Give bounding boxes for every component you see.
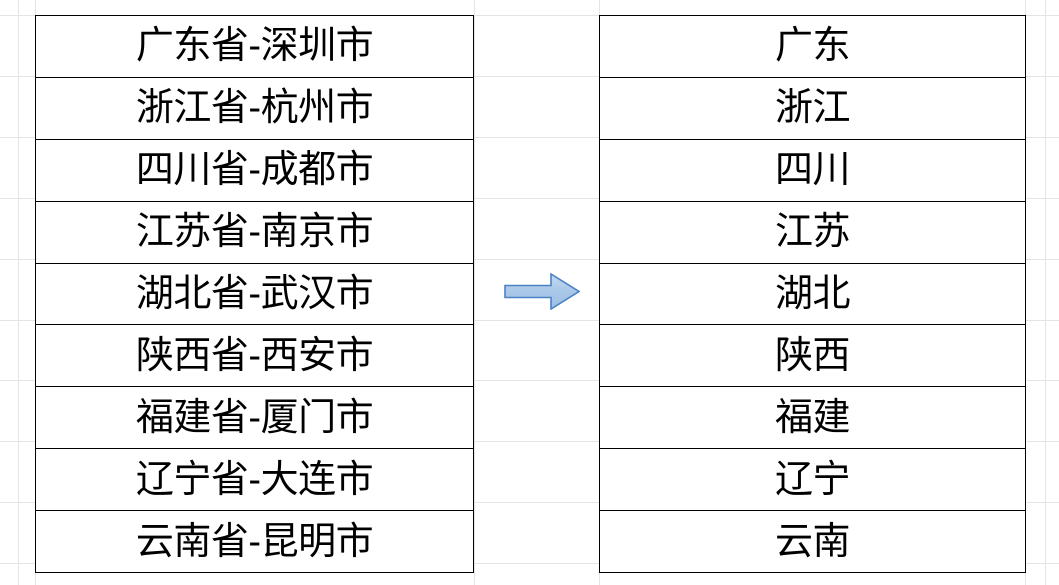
result-cell[interactable]: 陕西 xyxy=(599,324,1026,388)
table-row[interactable]: 湖北 xyxy=(599,262,1026,326)
table-row[interactable]: 江苏省-南京市 xyxy=(35,200,474,264)
gridline-horizontal xyxy=(0,441,1059,442)
table-row[interactable]: 四川 xyxy=(599,138,1026,202)
table-row[interactable]: 陕西省-西安市 xyxy=(35,324,474,388)
source-cell[interactable]: 湖北省-武汉市 xyxy=(35,262,474,326)
gridline-vertical xyxy=(474,0,475,585)
result-table[interactable]: 广东 浙江 四川 江苏 湖北 陕西 福建 辽宁 xyxy=(599,15,1026,574)
result-cell[interactable]: 福建 xyxy=(599,386,1026,450)
gridline-vertical xyxy=(18,0,19,585)
gridline-vertical xyxy=(1045,0,1046,585)
gridline-horizontal xyxy=(0,137,1059,138)
gridline-horizontal xyxy=(0,76,1059,77)
result-table-body: 广东 浙江 四川 江苏 湖北 陕西 福建 辽宁 xyxy=(599,15,1026,574)
gridline-horizontal xyxy=(0,563,1059,564)
right-block-arrow-icon xyxy=(504,273,580,310)
table-row[interactable]: 云南省-昆明市 xyxy=(35,510,474,574)
table-row[interactable]: 陕西 xyxy=(599,324,1026,388)
source-cell[interactable]: 浙江省-杭州市 xyxy=(35,76,474,140)
result-cell[interactable]: 四川 xyxy=(599,138,1026,202)
source-cell[interactable]: 陕西省-西安市 xyxy=(35,324,474,388)
source-cell[interactable]: 云南省-昆明市 xyxy=(35,510,474,574)
table-row[interactable]: 辽宁省-大连市 xyxy=(35,448,474,512)
result-cell[interactable]: 辽宁 xyxy=(599,448,1026,512)
gridline-horizontal xyxy=(0,15,1059,16)
table-row[interactable]: 辽宁 xyxy=(599,448,1026,512)
source-table-body: 广东省-深圳市 浙江省-杭州市 四川省-成都市 江苏省-南京市 湖北省-武汉市 … xyxy=(35,15,474,574)
result-cell[interactable]: 云南 xyxy=(599,510,1026,574)
source-cell[interactable]: 江苏省-南京市 xyxy=(35,200,474,264)
source-cell[interactable]: 辽宁省-大连市 xyxy=(35,448,474,512)
gridline-horizontal xyxy=(0,320,1059,321)
gridline-horizontal xyxy=(0,259,1059,260)
gridline-horizontal xyxy=(0,502,1059,503)
source-cell[interactable]: 福建省-厦门市 xyxy=(35,386,474,450)
table-row[interactable]: 江苏 xyxy=(599,200,1026,264)
table-row[interactable]: 广东 xyxy=(599,15,1026,78)
result-cell[interactable]: 浙江 xyxy=(599,76,1026,140)
gridline-vertical xyxy=(1025,0,1026,585)
right-block-arrow-shape xyxy=(504,273,580,310)
result-cell[interactable]: 江苏 xyxy=(599,200,1026,264)
table-row[interactable]: 福建 xyxy=(599,386,1026,450)
result-cell[interactable]: 湖北 xyxy=(599,262,1026,326)
table-row[interactable]: 四川省-成都市 xyxy=(35,138,474,202)
gridline-horizontal xyxy=(0,380,1059,381)
gridline-horizontal xyxy=(0,198,1059,199)
result-cell[interactable]: 广东 xyxy=(599,15,1026,78)
table-row[interactable]: 湖北省-武汉市 xyxy=(35,262,474,326)
source-table[interactable]: 广东省-深圳市 浙江省-杭州市 四川省-成都市 江苏省-南京市 湖北省-武汉市 … xyxy=(35,15,474,574)
source-cell[interactable]: 四川省-成都市 xyxy=(35,138,474,202)
table-row[interactable]: 云南 xyxy=(599,510,1026,574)
table-row[interactable]: 浙江 xyxy=(599,76,1026,140)
table-row[interactable]: 浙江省-杭州市 xyxy=(35,76,474,140)
source-cell[interactable]: 广东省-深圳市 xyxy=(35,15,474,78)
table-row[interactable]: 广东省-深圳市 xyxy=(35,15,474,78)
table-row[interactable]: 福建省-厦门市 xyxy=(35,386,474,450)
